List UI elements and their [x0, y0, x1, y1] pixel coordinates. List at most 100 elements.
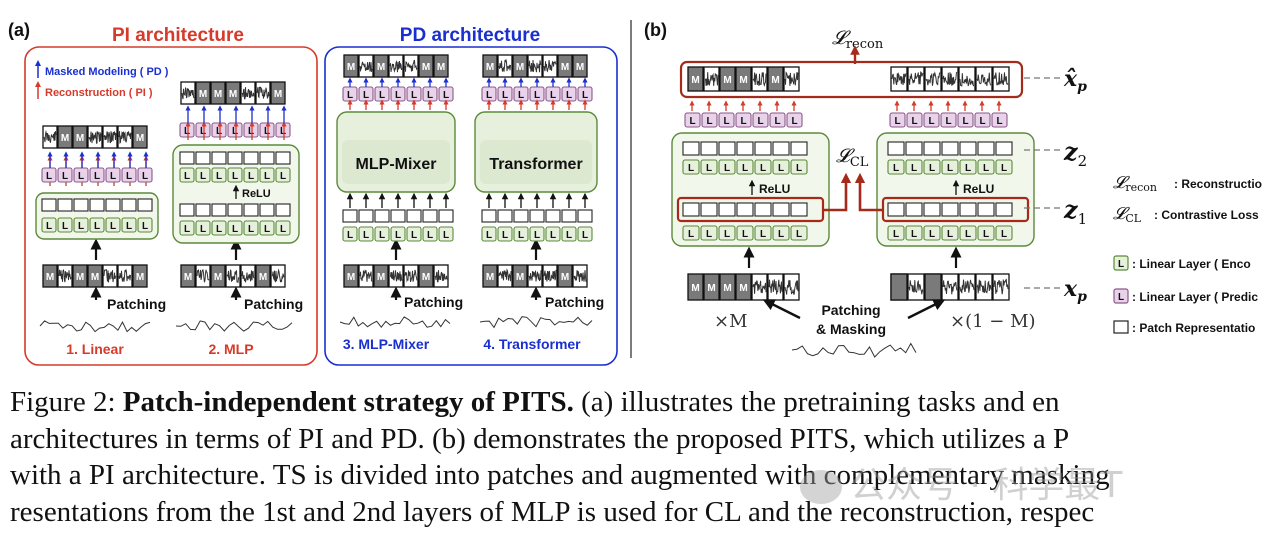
masked-token-letter: M: [347, 272, 355, 283]
linear-layer-letter: L: [379, 90, 385, 101]
encoder-linear-layer: [772, 225, 790, 241]
masked-patch-token: [572, 54, 588, 78]
encoder-linear-layer: [243, 220, 259, 236]
linear-layer-letter: L: [911, 163, 917, 174]
encoder-linear-layer: [137, 217, 153, 233]
predictor-linear-layer: [769, 112, 786, 128]
patch-waveform: [908, 279, 924, 295]
encoder-linear-layer: [923, 225, 941, 241]
legend-lcl-text: : Contrastive Loss: [1154, 208, 1259, 222]
patch-waveform: [103, 269, 117, 283]
masked-patch-token: [255, 264, 271, 288]
predictor-linear-layer: [73, 167, 89, 183]
encoder-linear-layer: [406, 226, 422, 242]
wechat-icon: [800, 470, 842, 504]
linear-layer-letter: L: [363, 230, 369, 241]
predictor-linear-layer: [906, 112, 923, 128]
linear-layer-letter: L: [443, 230, 449, 241]
patch-representation-cell: [772, 141, 790, 156]
linear-layer-letter: L: [264, 126, 270, 137]
linear-layer-letter: L: [78, 221, 84, 232]
masked-patch-token: [225, 81, 241, 105]
masked-token-letter: M: [561, 272, 569, 283]
masked-token-letter: M: [739, 75, 747, 86]
patch-waveform: [543, 269, 557, 282]
predictor-linear-layer: [923, 112, 940, 128]
patch-representation-cell: [754, 202, 772, 217]
encoder-linear-layer: [923, 159, 941, 175]
predictor-linear-layer: [889, 112, 906, 128]
encoder-linear-layer: [121, 217, 137, 233]
linear-layer-letter: L: [280, 224, 286, 235]
masked-token-letter: M: [422, 62, 430, 73]
patch-representation-cell: [995, 202, 1013, 217]
linear-layer-letter: L: [723, 116, 729, 127]
patch-waveform: [181, 87, 195, 100]
linear-layer-letter: L: [947, 163, 953, 174]
encoder-linear-layer: [736, 159, 754, 175]
patch-representation-cell: [577, 209, 593, 223]
patch-representation-cell: [259, 203, 275, 217]
linear-layer-letter: L: [962, 116, 968, 127]
patch-representation-cell: [790, 202, 808, 217]
encoder-linear-layer: [736, 225, 754, 241]
patching-label-transformer: Patching: [545, 294, 604, 310]
encoder-linear-layer: [561, 226, 577, 242]
encoder-linear-layer: [754, 159, 772, 175]
masked-patch-token: [72, 125, 88, 149]
linear-layer-letter: L: [706, 163, 712, 174]
patch-representation-cell: [772, 202, 790, 217]
patch-representation-cell: [227, 203, 243, 217]
data-patch-token: [907, 66, 925, 92]
encoder-linear-layer: [772, 159, 790, 175]
patch-waveform: [752, 280, 767, 294]
linear-layer-letter: L: [280, 126, 286, 137]
patch-representation-cell: [736, 202, 754, 217]
patch-waveform: [43, 130, 57, 143]
masked-token-letter: M: [199, 89, 207, 100]
patch-representation-cell: [977, 202, 995, 217]
masked-token-letter: M: [516, 62, 524, 73]
linear-layer-letter: L: [1001, 229, 1007, 240]
encoder-linear-layer: [995, 225, 1013, 241]
masked-token-letter: M: [437, 62, 445, 73]
linear-layer-letter: L: [248, 171, 254, 182]
encoder-linear-layer: [905, 159, 923, 175]
xhat-label: x̂p: [1063, 66, 1087, 95]
patch-representation-cell: [438, 209, 454, 223]
xp-label: xp: [1063, 276, 1087, 305]
patch-waveform: [573, 270, 587, 283]
masked-token-letter: M: [347, 62, 355, 73]
linear-layer-letter: L: [778, 163, 784, 174]
encoder-linear-layer: [545, 226, 561, 242]
masked-patch-token: [42, 264, 58, 288]
encoder-linear-layer: [682, 159, 700, 175]
linear-layer-letter: L: [929, 163, 935, 174]
patching-masking-line1: Patching: [821, 302, 880, 318]
patch-representation-cell: [905, 202, 923, 217]
linear-layer-letter: L: [582, 230, 588, 241]
linear-layer-letter: L: [518, 90, 524, 101]
legend-patch-text: : Patch Representatio: [1132, 321, 1255, 335]
relu-label-mlp: ReLU: [242, 188, 271, 200]
linear-layer-letter: L: [347, 230, 353, 241]
masked-token-letter: M: [76, 272, 84, 283]
caption-line-3: with a PI architecture. TS is divided in…: [10, 459, 1110, 491]
patch-waveform: [256, 86, 270, 99]
linear-layer-letter: L: [550, 90, 556, 101]
masked-patch-token: [72, 264, 88, 288]
masked-patch-token: [180, 264, 196, 288]
predictor-linear-layer: [41, 167, 57, 183]
linear-layer-letter: L: [724, 229, 730, 240]
masked-token-letter: M: [184, 272, 192, 283]
patch-waveform: [434, 270, 448, 283]
patch-representation-cell: [390, 209, 406, 223]
masked-patch-token: [57, 125, 73, 149]
mlp-mixer-inner: [342, 140, 450, 184]
linear-layer-letter: L: [200, 126, 206, 137]
patch-waveform: [389, 270, 403, 282]
patch-representation-cell: [342, 209, 358, 223]
patch-waveform: [103, 130, 117, 144]
linear-layer-letter: L: [232, 224, 238, 235]
predictor-linear-layer: [752, 112, 769, 128]
